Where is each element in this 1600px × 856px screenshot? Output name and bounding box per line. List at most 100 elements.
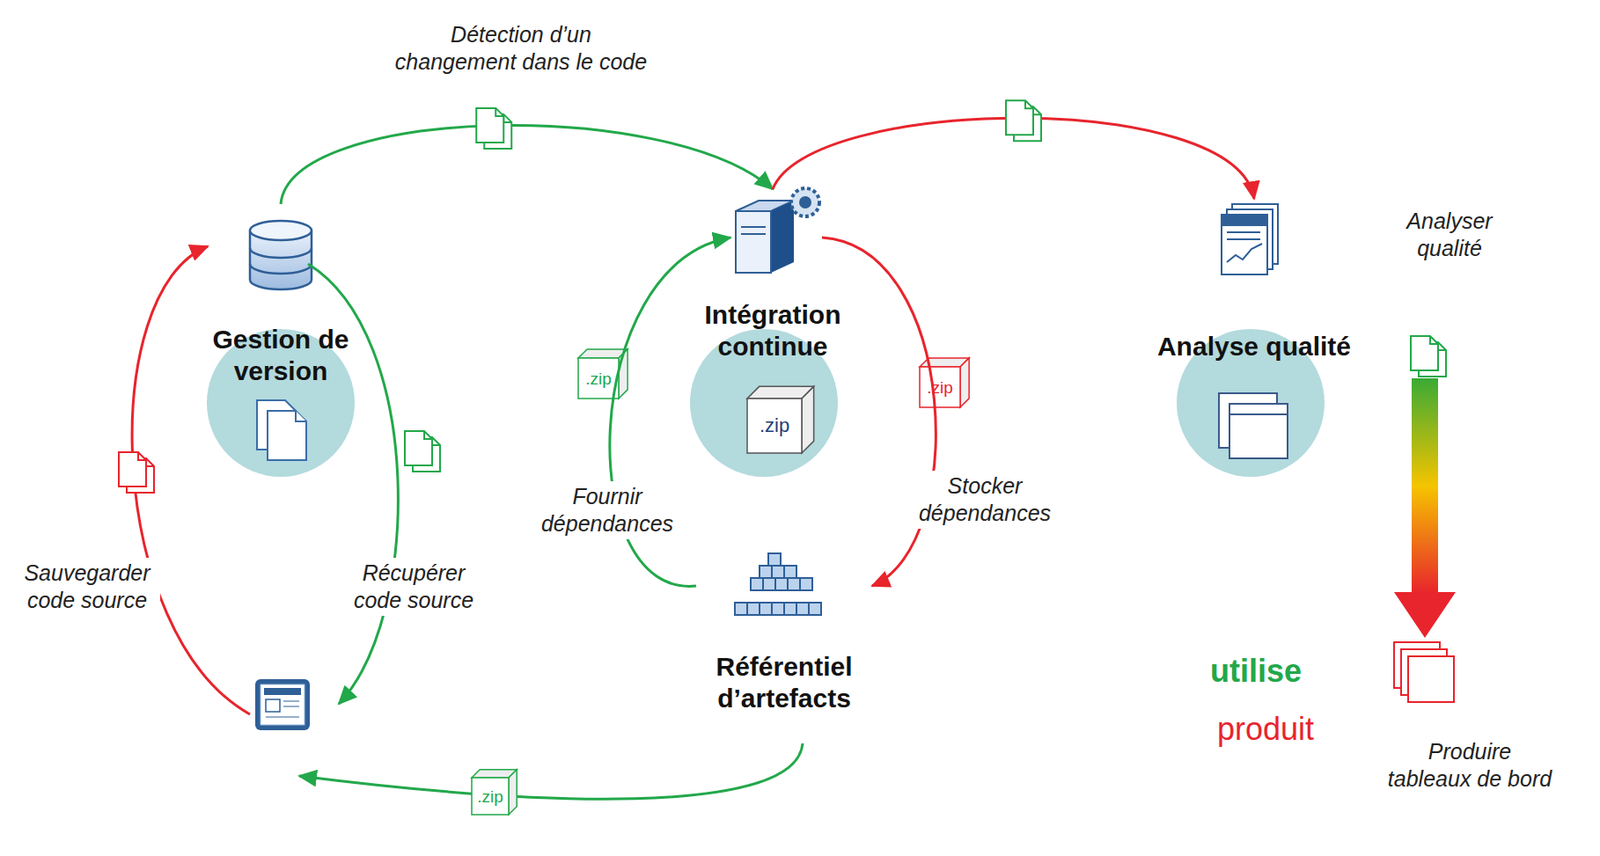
zip-label: .zip <box>759 416 790 436</box>
artifact-cubes-icon <box>808 602 822 616</box>
artifact-cubes-icon <box>784 565 797 579</box>
document-icons <box>432 437 441 446</box>
zip-cubes <box>471 349 969 815</box>
database-icon <box>249 264 312 274</box>
report-icon <box>1221 214 1268 275</box>
document-icons <box>1410 336 1439 371</box>
flow-connector <box>822 237 936 587</box>
zip-cubes <box>801 386 815 454</box>
workstation-icon <box>264 688 301 696</box>
workstation-icon <box>255 679 310 731</box>
dashboard-output-icon <box>1394 642 1454 703</box>
component-node: Gestion de version <box>188 204 374 388</box>
workstation-icon <box>265 699 280 712</box>
artifact-cubes-icon <box>759 565 772 579</box>
workstation-icon <box>283 706 300 708</box>
component-title: Gestion de version <box>188 323 374 388</box>
database-icon <box>249 220 312 290</box>
dashboard-windows-icon <box>1229 403 1288 459</box>
zip-label: .zip <box>477 788 504 806</box>
server-icon <box>791 188 820 217</box>
step-label: Produire tableaux de bord <box>1384 736 1556 796</box>
workstation-icon <box>255 679 310 731</box>
document-icon <box>1005 100 1034 135</box>
artifact-cubes-icon <box>750 578 764 591</box>
step-label: Analyser qualité <box>1392 205 1507 265</box>
artifact-cubes-icon <box>734 602 748 616</box>
artifact-cubes-icon <box>734 553 822 616</box>
flow-lines <box>132 246 803 800</box>
server-icon <box>735 188 820 273</box>
edge-label: Stocker dépendances <box>914 470 1056 530</box>
artifact-cubes-icon <box>768 553 781 566</box>
component-node: Analyse qualité <box>1144 198 1365 363</box>
zip-cubes <box>919 366 961 408</box>
report-icon <box>1226 231 1261 234</box>
zip-label: .zip <box>926 379 954 397</box>
document-icon <box>1025 100 1034 109</box>
source-pages-icon <box>295 411 307 422</box>
server-icon <box>741 233 766 235</box>
zip-cubes <box>960 358 969 408</box>
document-icons <box>1430 336 1439 345</box>
server-icon <box>741 226 766 228</box>
document-icon <box>1005 100 1042 141</box>
workstation-icon <box>283 701 300 703</box>
legend-entry: produit <box>1217 710 1314 749</box>
workstation-icon <box>265 717 300 719</box>
component-title: Référentiel d’artefacts <box>696 651 873 715</box>
artifact-cubes-icon <box>747 602 760 616</box>
document-icons <box>118 452 147 487</box>
zip-cubes <box>747 398 802 454</box>
flow-connector <box>280 125 773 205</box>
artifact-cubes-icon <box>787 578 800 591</box>
database-icon <box>249 220 312 241</box>
document-icon <box>495 108 504 117</box>
dashboard-output-icon <box>1408 656 1454 703</box>
document-icon <box>476 108 504 143</box>
step-label: Sauvegarder code source <box>14 557 161 617</box>
zip-cubes <box>508 770 517 815</box>
document-icon <box>476 108 512 149</box>
edge-label: Détection d’un changement dans le code <box>388 19 654 79</box>
report-icon <box>1226 238 1261 241</box>
dashboard-windows-icon <box>1218 393 1288 459</box>
artifact-cubes-icon <box>796 602 809 616</box>
artifact-cubes-icon <box>775 578 788 591</box>
zip-cubes <box>471 777 509 815</box>
flow-lines <box>299 743 803 800</box>
server-icon <box>770 200 794 273</box>
workstation-icon <box>260 684 305 726</box>
document-icons <box>138 452 147 461</box>
report-icon <box>1221 214 1268 226</box>
component-title: Analyse qualité <box>1144 330 1365 363</box>
step-label: Récupérer code source <box>347 557 480 617</box>
component-title: Intégration continue <box>684 299 861 363</box>
zip-label: .zip <box>585 370 612 388</box>
artifact-cubes-icon <box>784 602 797 616</box>
source-pages-icon <box>267 411 307 461</box>
document-icons <box>146 458 155 467</box>
document-icons <box>1438 342 1446 351</box>
zip-cubes <box>578 358 619 399</box>
quality-gradient-arrow <box>1394 378 1456 639</box>
report-icon <box>1221 204 1278 275</box>
quality-gradient-arrow <box>1411 378 1439 595</box>
document-icon <box>1033 106 1042 115</box>
artifact-cubes-icon <box>800 578 813 591</box>
component-node: Référentiel d’artefacts <box>696 550 873 715</box>
legend-entry: utilise <box>1210 652 1302 690</box>
artifact-cubes-icon <box>763 578 776 591</box>
legend-text: utilise <box>1210 653 1302 690</box>
edge-label: Fournir dépendances <box>536 481 678 541</box>
component-node: Intégration continue <box>684 189 861 363</box>
artifact-cubes-icon <box>771 602 785 616</box>
server-icon <box>799 196 812 209</box>
legend-text: produit <box>1217 711 1314 748</box>
document-icon <box>503 114 512 123</box>
document-icons <box>424 431 433 440</box>
dashboard-windows-icon <box>1229 413 1288 416</box>
server-icon <box>735 211 771 273</box>
